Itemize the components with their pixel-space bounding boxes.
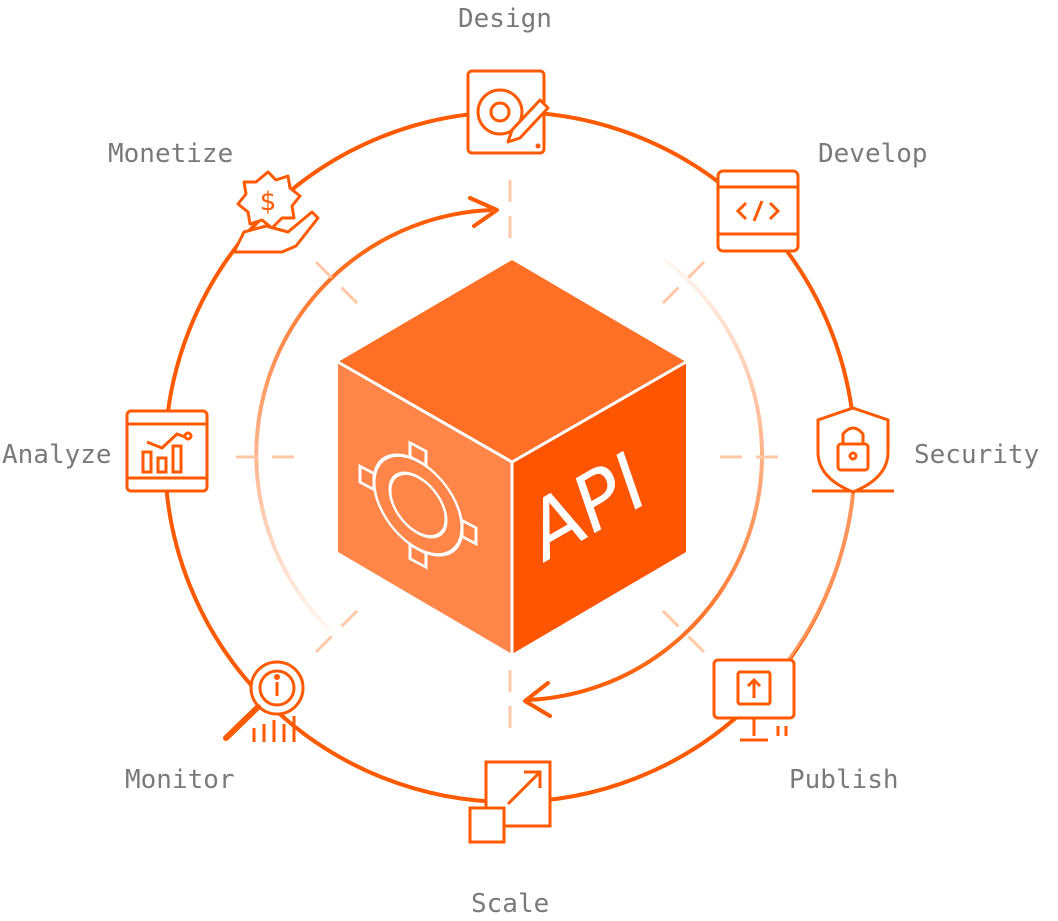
svg-text:$: $ — [260, 187, 277, 217]
stage-label-design: Design — [458, 4, 552, 34]
stage-label-publish: Publish — [789, 765, 899, 795]
code-window-icon — [716, 169, 800, 253]
stage-label-monetize: Monetize — [108, 139, 234, 169]
money-hand-icon: $ — [232, 170, 320, 254]
gear-icon — [358, 440, 478, 570]
stage-label-scale: Scale — [471, 889, 550, 919]
stage-label-develop: Develop — [818, 139, 928, 169]
chart-icon — [125, 409, 209, 493]
magnifier-icon — [223, 660, 305, 742]
stage-label-analyze: Analyze — [2, 440, 112, 470]
upload-monitor-icon — [712, 658, 796, 742]
dashed-spokes — [236, 180, 784, 730]
design-tool-icon — [466, 69, 550, 155]
shield-lock-icon — [812, 406, 894, 494]
api-cube: API — [337, 260, 687, 654]
stage-label-security: Security — [914, 440, 1040, 470]
stage-label-monitor: Monitor — [125, 765, 235, 795]
inner-cycle-arrows — [254, 196, 764, 718]
scale-arrow-icon — [468, 760, 552, 844]
